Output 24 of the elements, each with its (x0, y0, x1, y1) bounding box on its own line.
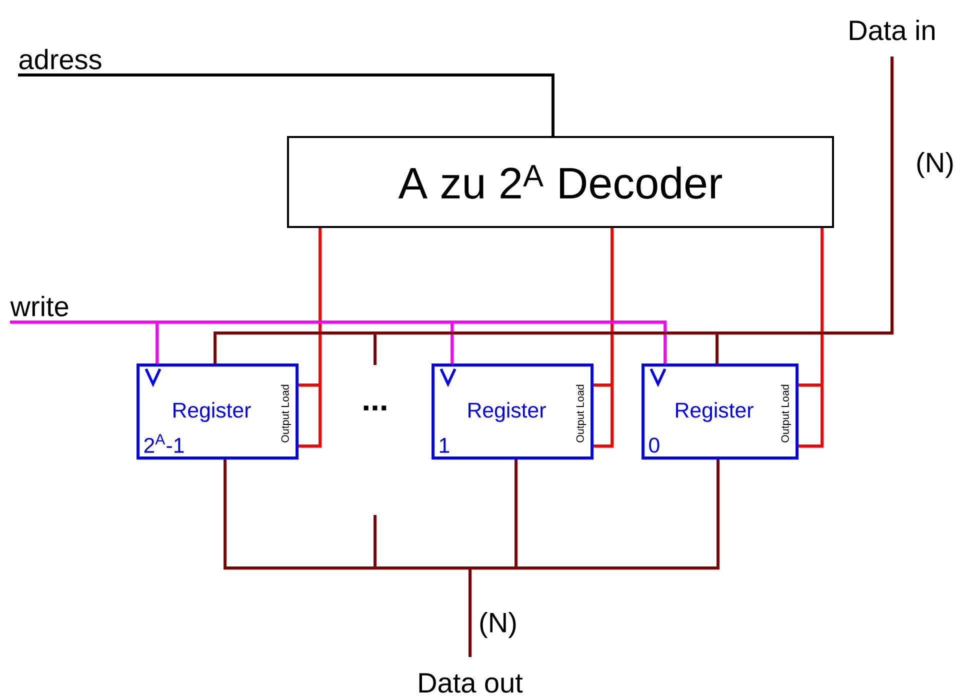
wire (297, 226, 322, 448)
ellipsis: ... (364, 406, 386, 410)
wire (592, 226, 614, 448)
wire (18, 74, 554, 136)
register-index: 1 (440, 438, 450, 453)
signal-label: Data in (850, 20, 934, 40)
signal-label: Data out (419, 673, 523, 693)
pin-label: Output Load (781, 384, 791, 442)
pin-label: Output Load (281, 384, 291, 442)
register-index: 2$^{A}$-1 (144, 434, 184, 453)
pin-label: Output Load (576, 384, 586, 442)
register-label: Register (676, 402, 754, 422)
register-label: Register (468, 402, 546, 422)
signal-label: write (10, 296, 68, 316)
register-index: 0 (649, 438, 660, 453)
wire (468, 459, 720, 657)
bus-width-label: (N) (917, 152, 953, 178)
wire (10, 320, 666, 364)
wire (797, 226, 824, 448)
wire (716, 56, 894, 364)
bus-width-label: (N) (480, 612, 516, 638)
decoder-box: A zu 2$^{A}$ Decoder (287, 136, 834, 228)
signal-label: adress (19, 48, 102, 70)
register-label: Register (174, 402, 251, 422)
